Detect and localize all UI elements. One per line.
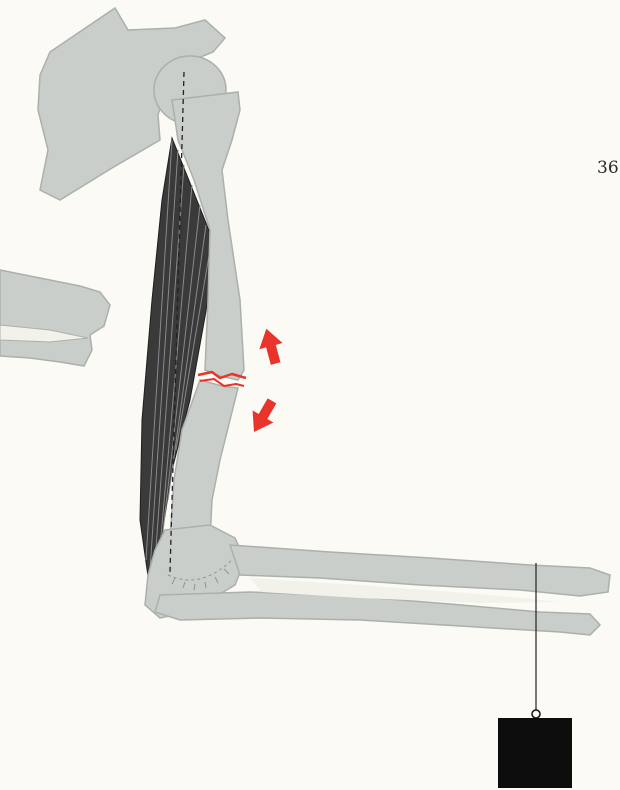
- hanging-weight: [498, 718, 572, 788]
- arrow-up-icon: [255, 326, 287, 367]
- left-forearm-fragment: [0, 270, 110, 366]
- arrow-down-icon: [244, 395, 283, 438]
- weight-hook: [532, 710, 540, 718]
- page-number: 36: [597, 158, 619, 178]
